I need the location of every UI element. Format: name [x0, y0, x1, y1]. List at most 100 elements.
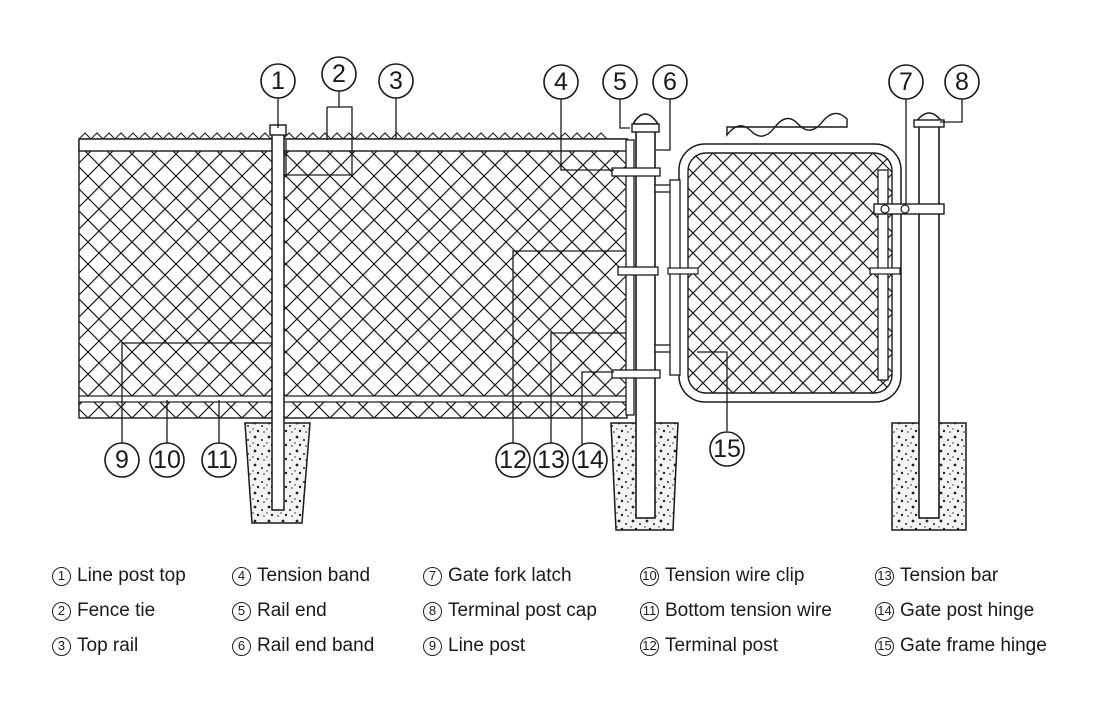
- terminal-post: [610, 113, 696, 531]
- top-rail: [78, 138, 628, 152]
- legend-number: 14: [875, 601, 894, 621]
- right-terminal-post: [873, 112, 967, 531]
- callout-number: 1: [271, 67, 285, 95]
- callout-number: 12: [499, 446, 527, 474]
- callout-number: 15: [713, 435, 741, 463]
- legend-label: Terminal post: [665, 635, 778, 656]
- callout-marker-3: 3: [378, 63, 414, 99]
- legend-label: Gate post hinge: [900, 600, 1035, 621]
- legend: 1 Line post top 2 Fence tie 3 Top rail 4 Tensio…: [52, 565, 1082, 675]
- legend-item-1: 1 Line post top: [52, 565, 186, 587]
- legend-label: Rail end: [257, 600, 327, 621]
- callout-number: 10: [153, 446, 181, 474]
- legend-number: 13: [875, 566, 894, 586]
- leader-lines: [121, 90, 963, 444]
- legend-label: Line post top: [77, 565, 186, 586]
- callout-circle: [944, 64, 980, 100]
- callout-marker-13: 13: [533, 442, 569, 478]
- legend-item-14: 14 Gate post hinge: [875, 600, 1034, 622]
- callout-number: 4: [554, 68, 568, 96]
- callout-circle: [572, 442, 608, 478]
- legend-label: Top rail: [77, 635, 139, 656]
- callout-circle: [602, 64, 638, 100]
- legend-number: 3: [52, 636, 71, 656]
- callout-marker-12: 12: [495, 442, 531, 478]
- legend-item-13: 13 Tension bar: [875, 565, 998, 587]
- callout-number: 9: [115, 446, 129, 474]
- legend-label: Tension wire clip: [665, 565, 805, 586]
- legend-number: 9: [423, 636, 442, 656]
- callout-marker-7: 7: [888, 64, 924, 100]
- leader-14: [581, 371, 614, 444]
- callout-marker-2: 2: [321, 56, 357, 92]
- callout-marker-1: 1: [260, 63, 296, 99]
- callout-number: 2: [332, 60, 346, 88]
- callout-circle: [260, 63, 296, 99]
- callout-circle: [888, 64, 924, 100]
- callout-marker-5: 5: [602, 64, 638, 100]
- callout-circle: [495, 442, 531, 478]
- callout-marker-11: 11: [201, 442, 237, 478]
- callout-number: 7: [899, 68, 913, 96]
- legend-number: 15: [875, 636, 894, 656]
- legend-item-12: 12 Terminal post: [640, 635, 778, 657]
- callout-number: 13: [537, 446, 565, 474]
- legend-number: 10: [640, 566, 659, 586]
- leader-2: [285, 90, 353, 176]
- callout-marker-15: 15: [709, 431, 745, 467]
- legend-label: Terminal post cap: [448, 600, 597, 621]
- gate-frame: [667, 112, 902, 403]
- callout-number: 3: [389, 67, 403, 95]
- legend-number: 6: [232, 636, 251, 656]
- leader-8: [940, 98, 963, 123]
- callout-marker-9: 9: [104, 442, 140, 478]
- callout-circle: [543, 64, 579, 100]
- legend-number: 12: [640, 636, 659, 656]
- callout-marker-4: 4: [543, 64, 579, 100]
- leader-5: [619, 98, 630, 129]
- bottom-tension-wire: [78, 395, 628, 403]
- legend-label: Tension bar: [900, 565, 999, 586]
- legend-item-9: 9 Line post: [423, 635, 525, 657]
- leader-13: [550, 332, 626, 444]
- callout-marker-10: 10: [149, 442, 185, 478]
- callout-number: 6: [663, 68, 677, 96]
- callout-number: 11: [206, 446, 232, 474]
- legend-label: Bottom tension wire: [665, 600, 832, 621]
- callout-marker-14: 14: [572, 442, 608, 478]
- legend-number: 2: [52, 601, 71, 621]
- leader-4: [560, 98, 614, 171]
- legend-number: 8: [423, 601, 442, 621]
- legend-label: Tension band: [257, 565, 371, 586]
- callout-circle: [378, 63, 414, 99]
- legend-item-2: 2 Fence tie: [52, 600, 155, 622]
- legend-item-7: 7 Gate fork latch: [423, 565, 572, 587]
- legend-item-10: 10 Tension wire clip: [640, 565, 804, 587]
- legend-number: 4: [232, 566, 251, 586]
- legend-item-4: 4 Tension band: [232, 565, 370, 587]
- callout-number: 14: [576, 446, 604, 474]
- legend-item-6: 6 Rail end band: [232, 635, 374, 657]
- callout-circle: [709, 431, 745, 467]
- legend-number: 5: [232, 601, 251, 621]
- callout-marker-6: 6: [652, 64, 688, 100]
- legend-item-15: 15 Gate frame hinge: [875, 635, 1047, 657]
- legend-label: Rail end band: [257, 635, 375, 656]
- leader-12: [512, 250, 626, 444]
- callout-circle: [321, 56, 357, 92]
- fence-mesh-panel: [78, 132, 628, 419]
- legend-label: Line post: [448, 635, 526, 656]
- legend-label: Fence tie: [77, 600, 156, 621]
- callout-marker-8: 8: [944, 64, 980, 100]
- legend-number: 1: [52, 566, 71, 586]
- callout-circle: [533, 442, 569, 478]
- legend-number: 7: [423, 566, 442, 586]
- legend-number: 11: [640, 601, 659, 621]
- legend-label: Gate fork latch: [448, 565, 572, 586]
- legend-label: Gate frame hinge: [900, 635, 1047, 656]
- callout-circle: [652, 64, 688, 100]
- callout-number: 8: [955, 68, 969, 96]
